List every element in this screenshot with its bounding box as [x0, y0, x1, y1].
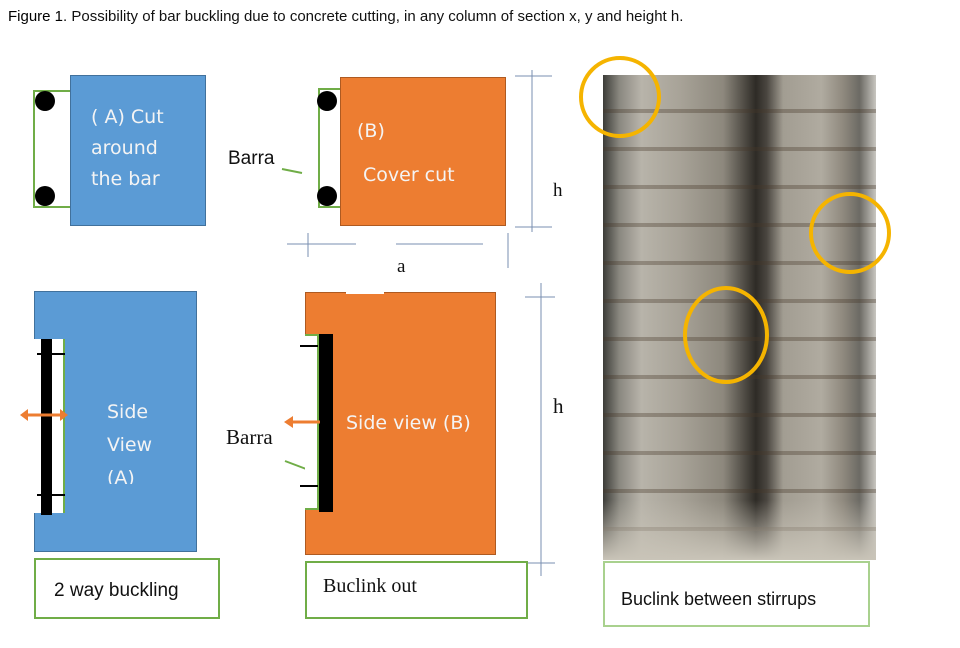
- stirrup-tick: [37, 494, 65, 496]
- section-a-text: ( A) Cut around the bar: [91, 102, 164, 195]
- stirrup-a: [33, 90, 73, 208]
- photo-texture: [603, 75, 876, 560]
- dim-label-a: a: [397, 256, 406, 277]
- side-view-b-box: Side view (B): [305, 291, 496, 555]
- rebar-bar: [319, 334, 333, 512]
- dim-label-h: h: [553, 394, 564, 418]
- label-text: Buclink out: [323, 575, 417, 597]
- rebar-dot: [35, 186, 55, 206]
- column-photo: [603, 75, 876, 560]
- highlight-circle-icon: [809, 192, 891, 274]
- side-view-a-text: Side View (A): [107, 396, 152, 484]
- highlight-circle-icon: [579, 56, 661, 138]
- rebar-dot: [35, 91, 55, 111]
- text-line: the bar: [91, 168, 160, 190]
- section-a-box: ( A) Cut around the bar: [70, 75, 206, 226]
- two-way-arrow-icon: [20, 409, 68, 421]
- barra-label-top: Barra: [228, 148, 275, 169]
- barra-leader: [281, 168, 303, 174]
- section-b-text: Cover cut: [363, 164, 455, 186]
- label-text: Buclink between stirrups: [621, 589, 817, 609]
- section-b-title: (B): [357, 120, 385, 142]
- rebar-dot: [317, 91, 337, 111]
- stirrup-tick: [300, 485, 318, 487]
- highlight-circle-icon: [683, 286, 769, 384]
- stirrup-b: [318, 88, 342, 208]
- section-b-box: (B) Cover cut: [340, 77, 506, 226]
- side-view-a-box: Side View (A): [34, 291, 197, 552]
- label-text: 2 way buckling: [54, 580, 179, 601]
- figure-caption: Figure 1. Possibility of bar buckling du…: [8, 8, 683, 25]
- top-notch: [346, 291, 384, 294]
- rebar-dot: [317, 186, 337, 206]
- text-line: around: [91, 137, 158, 159]
- label-box-two-way: 2 way buckling: [34, 558, 220, 619]
- label-box-stirrups: Buclink between stirrups: [603, 561, 870, 627]
- rebar-bar: [41, 339, 52, 515]
- text-line: (A): [107, 467, 135, 484]
- side-view-b-text: Side view (B): [346, 412, 471, 434]
- text-line: View: [107, 434, 153, 456]
- stirrup-tick: [37, 353, 65, 355]
- caption-prefix: Figure 1: [8, 8, 64, 25]
- dim-label-h: h: [553, 180, 563, 201]
- arrow-left-icon: [284, 416, 320, 428]
- text-line: ( A) Cut: [91, 106, 164, 128]
- barra-label-bottom: Barra: [226, 425, 273, 449]
- photo-floor: [603, 500, 876, 560]
- text-line: Side: [107, 401, 149, 423]
- label-box-out: Buclink out: [305, 561, 528, 619]
- stirrup-tick: [300, 345, 318, 347]
- caption-text: . Possibility of bar buckling due to con…: [63, 8, 684, 25]
